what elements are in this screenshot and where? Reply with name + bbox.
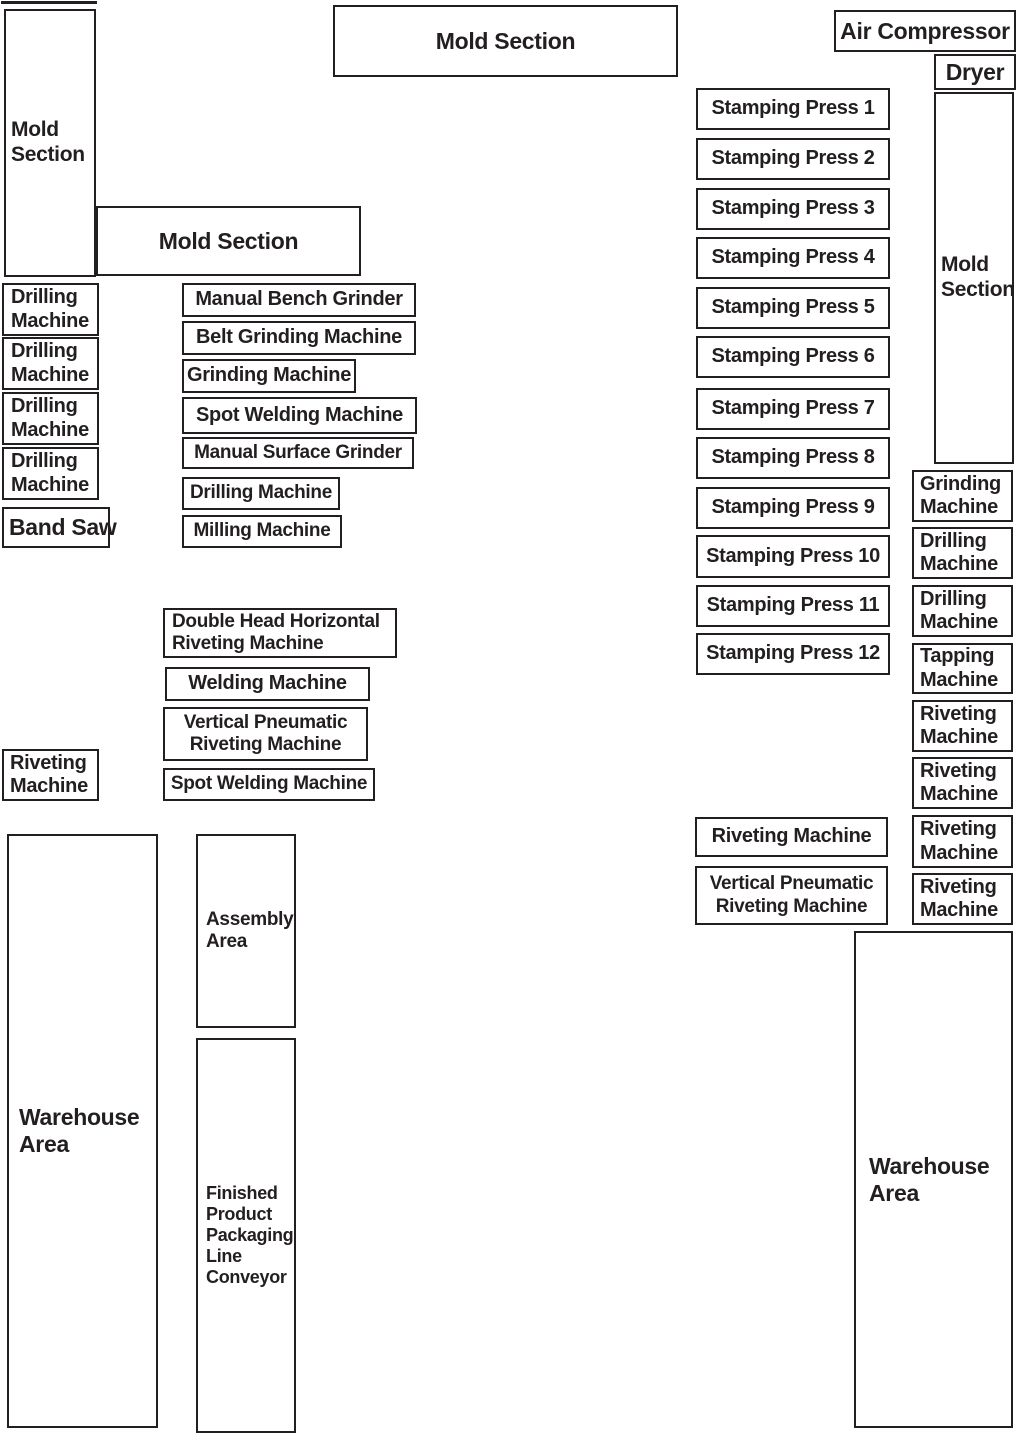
machine-riveting-right-1: Riveting Machine [912, 700, 1013, 752]
area-air-compressor: Air Compressor [834, 10, 1016, 52]
machine-manual-surface-grinder: Manual Surface Grinder [182, 437, 414, 469]
machine-stamping-press-1: Stamping Press 1 [696, 88, 890, 130]
machine-stamping-press-3: Stamping Press 3 [696, 188, 890, 230]
machine-belt-grinding: Belt Grinding Machine [182, 321, 416, 355]
machine-spot-welding-upper: Spot Welding Machine [182, 397, 417, 434]
machine-vertical-pneumatic-riveting-right: Vertical Pneumatic Riveting Machine [695, 866, 888, 925]
machine-tapping: Tapping Machine [912, 643, 1013, 694]
machine-double-head-horizontal-riveting: Double Head Horizontal Riveting Machine [163, 608, 397, 658]
area-mold-section-mid: Mold Section [96, 206, 361, 276]
machine-stamping-press-4: Stamping Press 4 [696, 237, 890, 279]
area-warehouse-left: Warehouse Area [7, 834, 158, 1428]
machine-stamping-press-2: Stamping Press 2 [696, 138, 890, 180]
machine-stamping-press-10: Stamping Press 10 [696, 535, 890, 578]
machine-stamping-press-8: Stamping Press 8 [696, 437, 890, 479]
machine-welding: Welding Machine [165, 667, 370, 701]
machine-riveting-right-2: Riveting Machine [912, 757, 1013, 809]
area-mold-section-left: Mold Section [4, 9, 96, 277]
machine-grinding-center: Grinding Machine [182, 359, 356, 393]
machine-stamping-press-9: Stamping Press 9 [696, 487, 890, 529]
machine-stamping-press-5: Stamping Press 5 [696, 287, 890, 329]
machine-riveting-mid: Riveting Machine [695, 817, 888, 857]
machine-drilling-right-1: Drilling Machine [912, 527, 1013, 579]
area-assembly: Assembly Area [196, 834, 296, 1028]
machine-riveting-right-3: Riveting Machine [912, 815, 1013, 868]
area-finished-product-line: Finished Product Packaging Line Conveyor [196, 1038, 296, 1433]
machine-vertical-pneumatic-riveting-center: Vertical Pneumatic Riveting Machine [163, 707, 368, 761]
cropped-wall-line [1, 1, 97, 4]
machine-drilling-left-4: Drilling Machine [2, 447, 99, 500]
machine-spot-welding-lower: Spot Welding Machine [163, 768, 375, 801]
machine-riveting-left: Riveting Machine [2, 749, 99, 801]
machine-drilling-right-2: Drilling Machine [912, 585, 1013, 637]
area-mold-section-right: Mold Section [934, 92, 1015, 464]
machine-grinding-right: Grinding Machine [912, 470, 1013, 522]
machine-drilling-left-1: Drilling Machine [2, 283, 99, 336]
machine-drilling-left-2: Drilling Machine [2, 337, 99, 390]
machine-stamping-press-6: Stamping Press 6 [696, 336, 890, 378]
machine-stamping-press-12: Stamping Press 12 [696, 633, 890, 675]
area-mold-section-top: Mold Section [333, 5, 678, 77]
machine-riveting-right-4: Riveting Machine [912, 873, 1013, 925]
machine-band-saw: Band Saw [2, 507, 117, 548]
area-warehouse-right: Warehouse Area [854, 931, 1013, 1428]
machine-drilling-left-3: Drilling Machine [2, 392, 99, 445]
machine-milling: Milling Machine [182, 515, 342, 548]
machine-stamping-press-11: Stamping Press 11 [696, 585, 890, 627]
machine-drilling-center: Drilling Machine [182, 477, 340, 510]
machine-stamping-press-7: Stamping Press 7 [696, 388, 890, 430]
area-dryer: Dryer [934, 54, 1016, 90]
machine-manual-bench-grinder: Manual Bench Grinder [182, 283, 416, 317]
